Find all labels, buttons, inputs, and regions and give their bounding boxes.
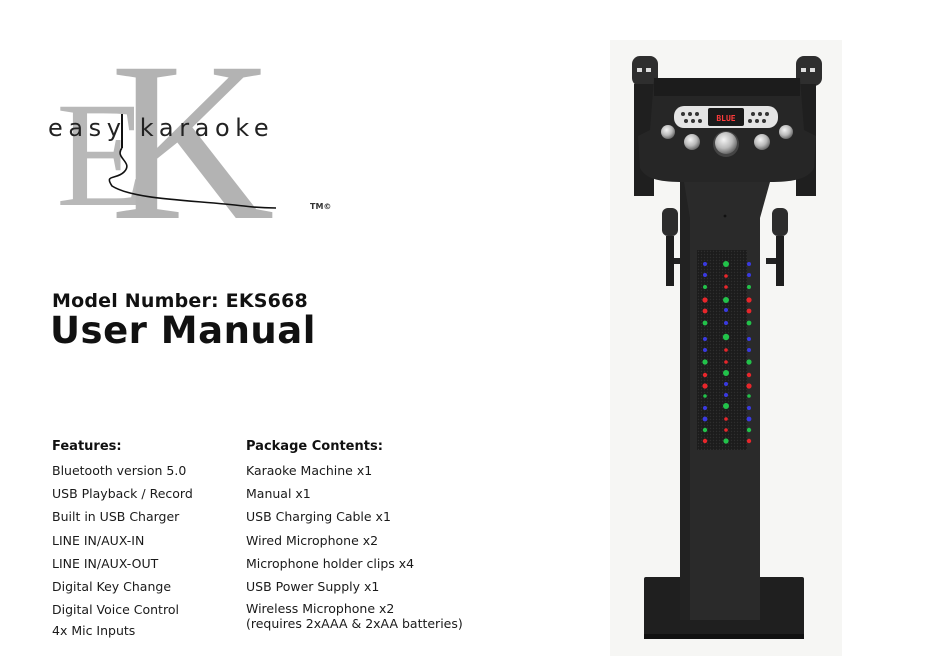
list-item: Wireless Microphone x2 (requires 2xAAA &… bbox=[246, 601, 463, 631]
product-photo: BLUE bbox=[610, 40, 842, 656]
list-item: Manual x1 bbox=[246, 486, 311, 502]
list-item: USB Playback / Record bbox=[52, 486, 193, 502]
package-contents-section: Package Contents: Karaoke Machine x1 Man… bbox=[246, 438, 463, 631]
knob bbox=[754, 134, 770, 150]
list-item: 4x Mic Inputs bbox=[52, 623, 136, 639]
easy-karaoke-logo: E K easy karaoke TM© bbox=[44, 28, 344, 256]
list-item: LINE IN/AUX-IN bbox=[52, 532, 145, 548]
microphone-cord-icon bbox=[108, 114, 277, 209]
karaoke-machine-illustration: BLUE bbox=[632, 56, 822, 639]
features-section: Features: Bluetooth version 5.0 USB Play… bbox=[52, 438, 193, 642]
list-item: Microphone holder clips x4 bbox=[246, 555, 415, 571]
package-heading: Package Contents: bbox=[246, 439, 383, 454]
logo-letter-k: K bbox=[110, 16, 275, 268]
list-item: LINE IN/AUX-OUT bbox=[52, 555, 159, 571]
knob bbox=[684, 134, 700, 150]
wireless-mic-right bbox=[796, 56, 822, 86]
list-item: Karaoke Machine x1 bbox=[246, 463, 373, 478]
list-item: Digital Voice Control bbox=[52, 602, 179, 618]
display-text: BLUE bbox=[716, 114, 735, 123]
master-volume-knob bbox=[715, 132, 737, 154]
list-item: USB Charging Cable x1 bbox=[246, 509, 391, 525]
features-list: Bluetooth version 5.0 USB Playback / Rec… bbox=[52, 462, 193, 642]
battery-note: (requires 2xAAA & 2xAA batteries) bbox=[246, 616, 463, 632]
wired-mic-left bbox=[662, 208, 678, 236]
model-number: Model Number: EKS668 bbox=[52, 290, 308, 312]
features-heading: Features: bbox=[52, 439, 122, 454]
logo-wordmark: easy karaoke bbox=[48, 114, 275, 142]
knob bbox=[779, 125, 793, 139]
wired-mic-right bbox=[772, 208, 788, 236]
control-console bbox=[638, 78, 816, 182]
list-item: Built in USB Charger bbox=[52, 509, 180, 525]
knob bbox=[661, 125, 675, 139]
wireless-mic-left bbox=[632, 56, 658, 86]
list-item: Bluetooth version 5.0 bbox=[52, 463, 187, 478]
led-display bbox=[708, 108, 744, 126]
list-item: Digital Key Change bbox=[52, 578, 172, 594]
trademark-mark: TM© bbox=[310, 202, 332, 211]
list-item: USB Power Supply x1 bbox=[246, 578, 380, 594]
list-item: Wired Microphone x2 bbox=[246, 532, 379, 548]
logo-letter-e: E bbox=[56, 72, 148, 238]
package-list: Karaoke Machine x1 Manual x1 USB Chargin… bbox=[246, 462, 463, 631]
page-title: User Manual bbox=[50, 309, 316, 352]
list-item-text: Wireless Microphone x2 bbox=[246, 601, 395, 617]
led-lights bbox=[702, 261, 752, 444]
